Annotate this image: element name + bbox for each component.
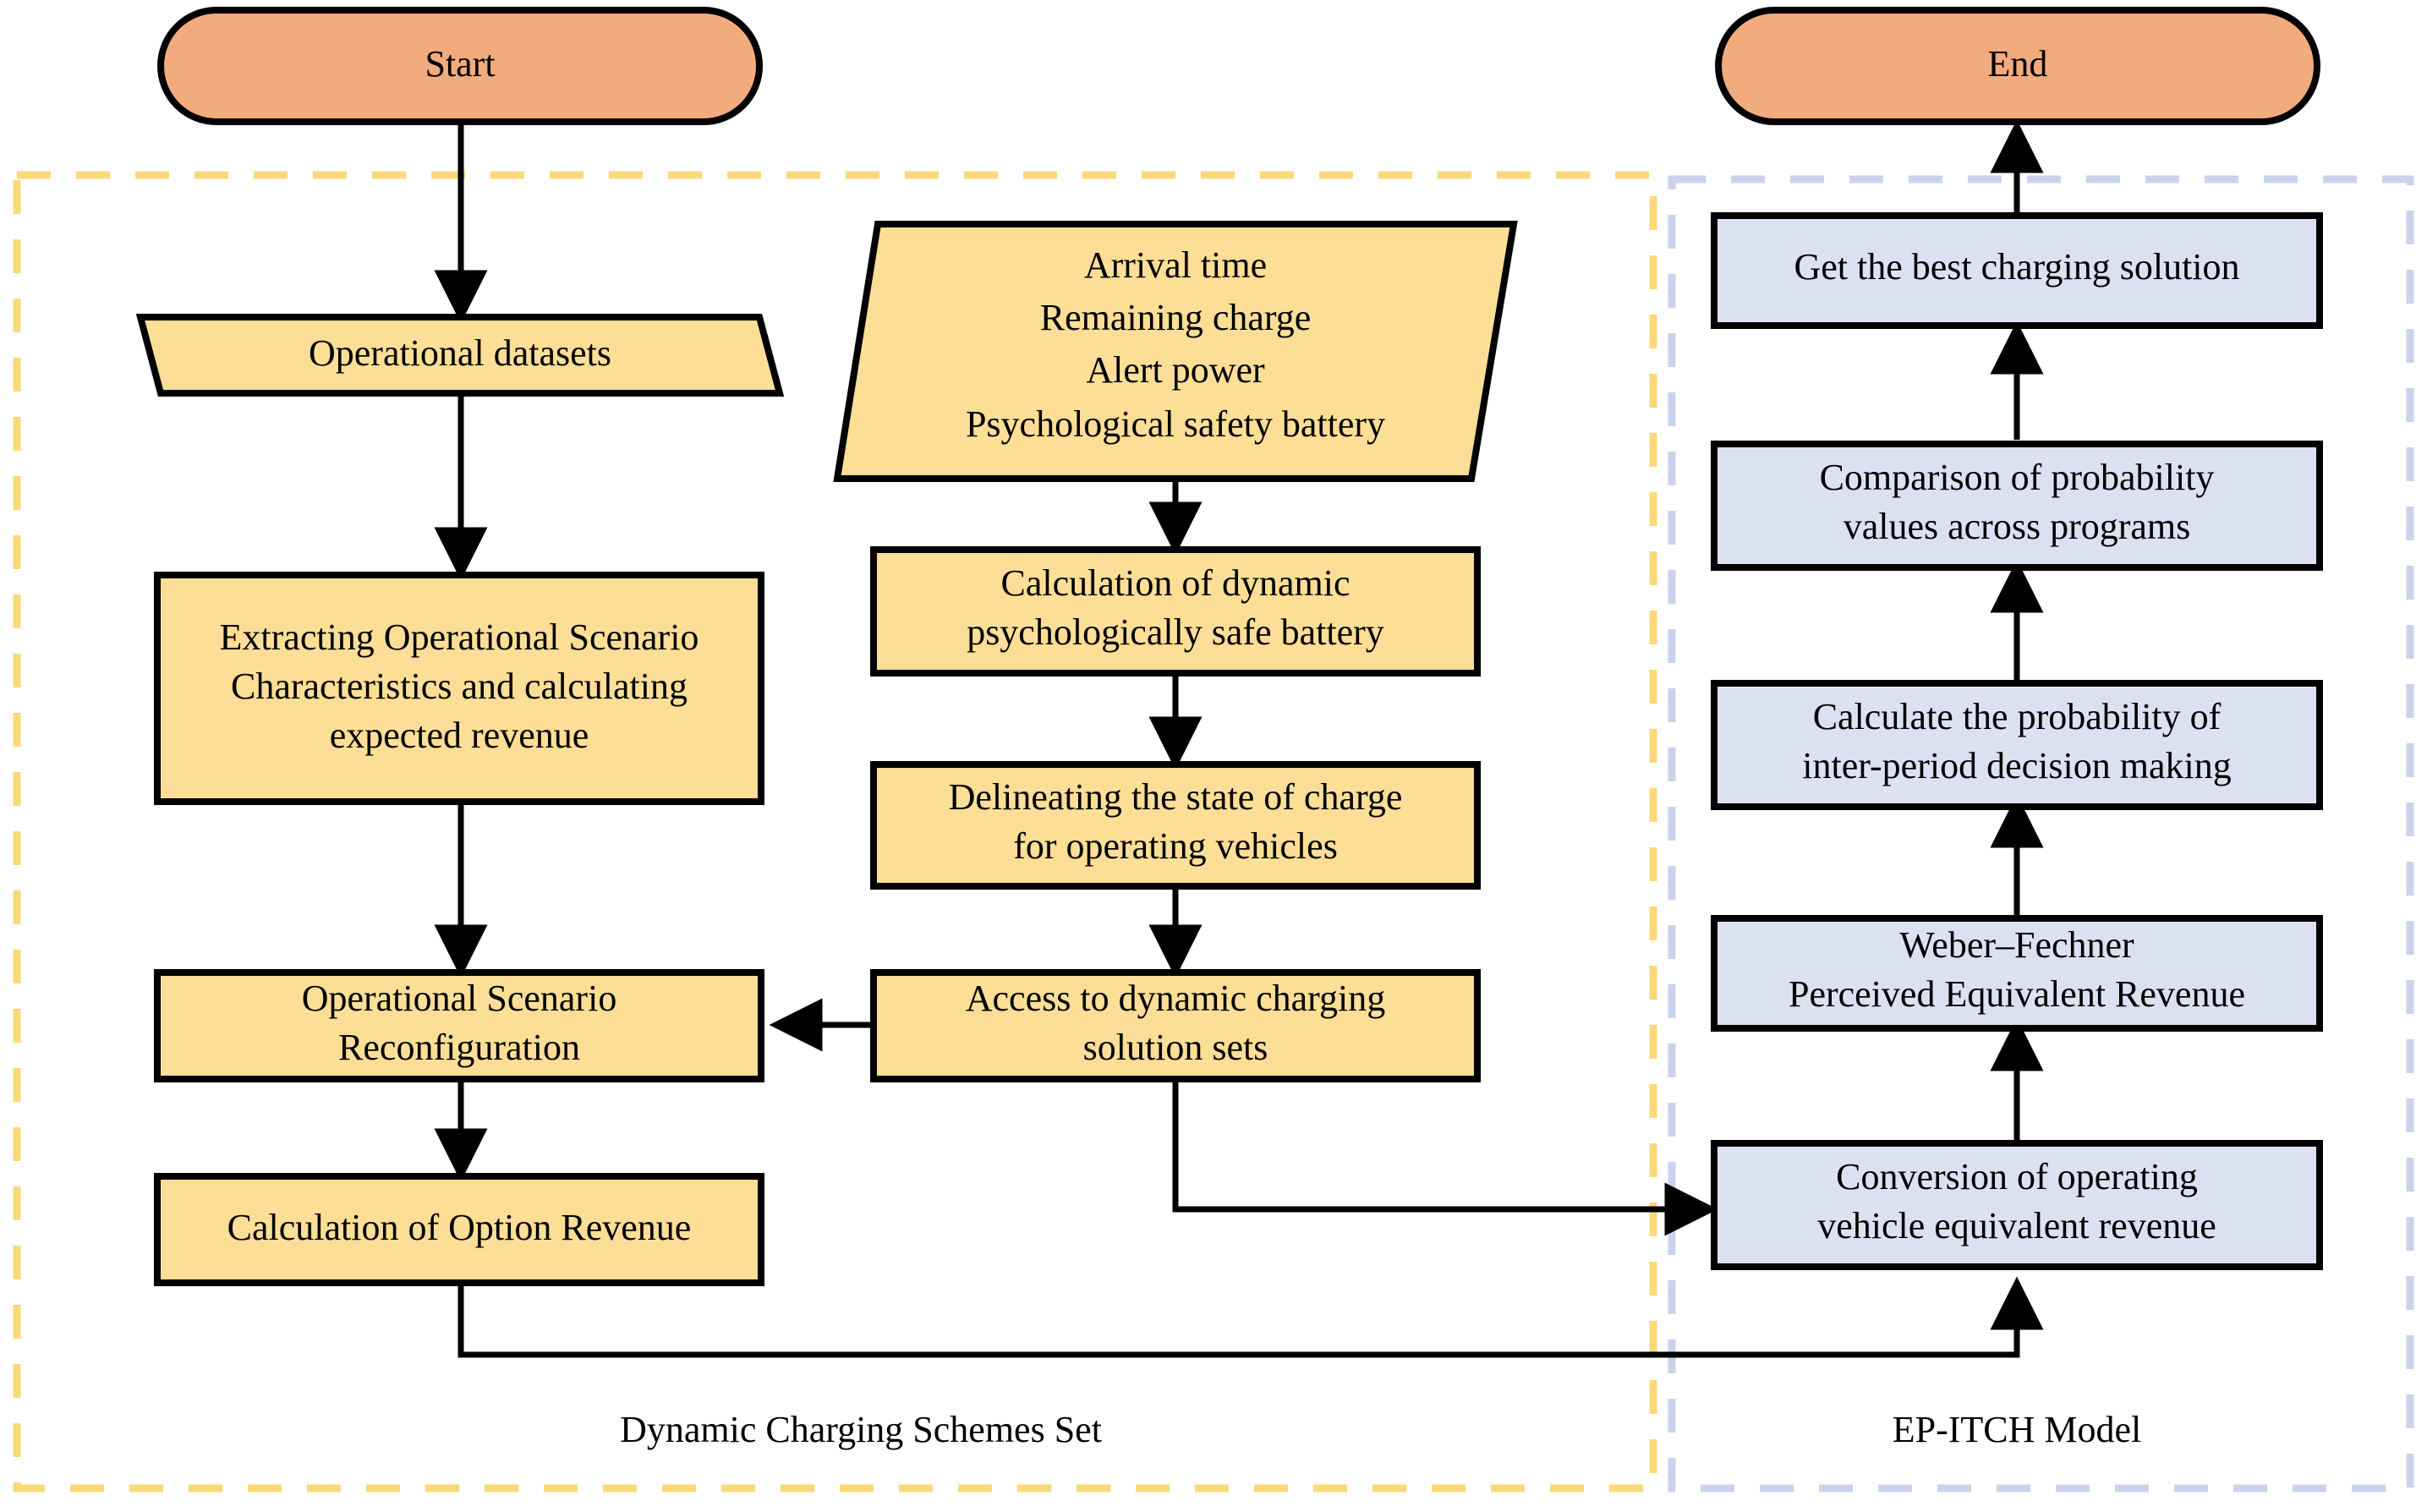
operational-datasets-shape[interactable] bbox=[135, 314, 785, 397]
start-label: Start bbox=[425, 43, 495, 85]
node-scenario-reconfiguration[interactable]: Operational Scenario Reconfiguration bbox=[154, 969, 764, 1082]
calc-probability-interperiod-line-2: inter-period decision making bbox=[1802, 745, 2231, 786]
node-end[interactable]: End bbox=[1715, 7, 2320, 125]
node-start[interactable]: Start bbox=[157, 7, 763, 125]
delineating-soc-line-1: Delineating the state of charge bbox=[949, 776, 1403, 818]
node-calc-dynamic-safe-battery[interactable]: Calculation of dynamic psychologically s… bbox=[870, 546, 1481, 677]
operational-datasets-line-1: Operational datasets bbox=[309, 332, 611, 374]
node-weber-fechner[interactable]: Weber–Fechner Perceived Equivalent Reven… bbox=[1711, 915, 2323, 1032]
node-delineating-soc[interactable]: Delineating the state of charge for oper… bbox=[870, 761, 1481, 890]
best-charging-solution-line-1: Get the best charging solution bbox=[1794, 246, 2239, 288]
group-ep-itch-model-label: EP-ITCH Model bbox=[1893, 1409, 2142, 1450]
node-access-solution-sets[interactable]: Access to dynamic charging solution sets bbox=[870, 969, 1481, 1082]
scenario-reconfiguration-shape[interactable] bbox=[154, 969, 764, 1082]
node-calc-probability-interperiod[interactable]: Calculate the probability of inter-perio… bbox=[1711, 680, 2323, 810]
group-ep-itch-model-border bbox=[1668, 175, 2414, 1493]
weber-fechner-line-1: Weber–Fechner bbox=[1899, 924, 2134, 966]
node-best-charging-solution[interactable]: Get the best charging solution bbox=[1711, 212, 2323, 329]
node-inputs[interactable]: Arrival time Remaining charge Alert powe… bbox=[833, 221, 1518, 482]
node-operational-datasets[interactable]: Operational datasets bbox=[135, 314, 785, 397]
edge-option-revenue-to-conversion bbox=[457, 1276, 2044, 1358]
calc-dynamic-safe-battery-shape[interactable] bbox=[870, 546, 1481, 677]
inputs-line-3: Alert power bbox=[1086, 349, 1265, 391]
scenario-reconfiguration-line-2: Reconfiguration bbox=[338, 1027, 580, 1068]
node-conversion-equivalent-revenue[interactable]: Conversion of operating vehicle equivale… bbox=[1711, 1140, 2323, 1270]
inputs-line-1: Arrival time bbox=[1084, 244, 1267, 286]
extracting-characteristics-line-2: Characteristics and calculating bbox=[231, 666, 688, 707]
calc-option-revenue-line-1: Calculation of Option Revenue bbox=[227, 1207, 692, 1248]
extracting-characteristics-line-3: expected revenue bbox=[330, 715, 589, 756]
start-shape[interactable] bbox=[157, 7, 763, 125]
node-extracting-characteristics[interactable]: Extracting Operational Scenario Characte… bbox=[154, 572, 764, 805]
access-solution-sets-shape[interactable] bbox=[870, 969, 1481, 1082]
access-solution-sets-line-1: Access to dynamic charging bbox=[966, 978, 1385, 1019]
calc-probability-interperiod-line-1: Calculate the probability of bbox=[1813, 696, 2222, 737]
access-solution-sets-line-2: solution sets bbox=[1083, 1027, 1268, 1068]
inputs-line-4: Psychological safety battery bbox=[966, 403, 1385, 445]
conversion-equivalent-revenue-line-2: vehicle equivalent revenue bbox=[1817, 1205, 2216, 1246]
calc-dynamic-safe-battery-line-1: Calculation of dynamic bbox=[1001, 562, 1350, 604]
delineating-soc-line-2: for operating vehicles bbox=[1013, 825, 1338, 867]
group-dynamic-charging-schemes-label: Dynamic Charging Schemes Set bbox=[620, 1409, 1102, 1450]
calc-option-revenue-shape[interactable] bbox=[154, 1173, 764, 1286]
scenario-reconfiguration-line-1: Operational Scenario bbox=[302, 978, 617, 1019]
calc-probability-interperiod-shape[interactable] bbox=[1711, 680, 2323, 810]
weber-fechner-shape[interactable] bbox=[1711, 915, 2323, 1032]
end-label: End bbox=[1988, 43, 2048, 85]
comparison-probability-shape[interactable] bbox=[1711, 441, 2323, 571]
best-charging-solution-shape[interactable] bbox=[1711, 212, 2323, 329]
conversion-equivalent-revenue-line-1: Conversion of operating bbox=[1836, 1156, 2198, 1197]
end-shape[interactable] bbox=[1715, 7, 2320, 125]
extracting-characteristics-shape[interactable] bbox=[154, 572, 764, 805]
weber-fechner-line-2: Perceived Equivalent Revenue bbox=[1789, 973, 2245, 1015]
delineating-soc-shape[interactable] bbox=[870, 761, 1481, 890]
group-dynamic-charging-schemes-border bbox=[13, 171, 1657, 1493]
calc-dynamic-safe-battery-line-2: psychologically safe battery bbox=[967, 611, 1384, 653]
comparison-probability-line-2: values across programs bbox=[1844, 506, 2191, 547]
conversion-equivalent-revenue-shape[interactable] bbox=[1711, 1140, 2323, 1270]
connector-layer bbox=[434, 119, 2044, 1358]
extracting-characteristics-line-1: Extracting Operational Scenario bbox=[220, 616, 699, 658]
comparison-probability-line-1: Comparison of probability bbox=[1820, 457, 2215, 498]
node-calc-option-revenue[interactable]: Calculation of Option Revenue bbox=[154, 1173, 764, 1286]
inputs-line-2: Remaining charge bbox=[1040, 297, 1312, 338]
edge-access-solutions-to-conversion bbox=[1172, 1081, 1718, 1236]
inputs-shape[interactable] bbox=[833, 221, 1518, 482]
node-comparison-probability[interactable]: Comparison of probability values across … bbox=[1711, 441, 2323, 571]
